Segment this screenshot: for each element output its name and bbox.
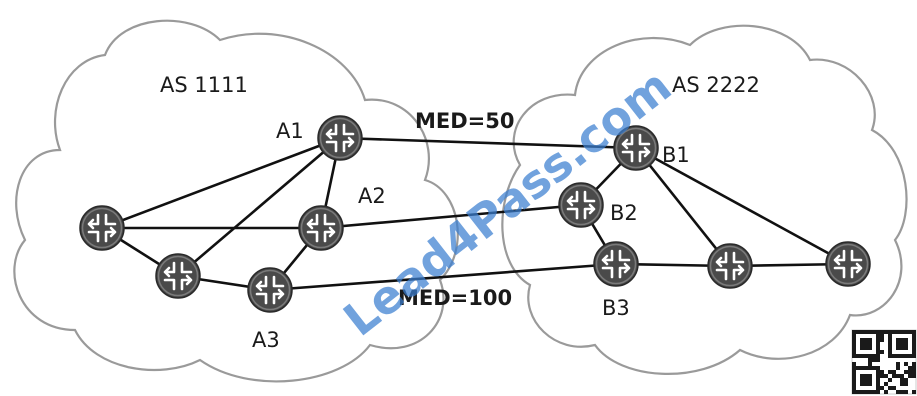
router-left (78, 204, 126, 252)
cloud-as2222 (501, 24, 908, 375)
cloud-label-as2222: AS 2222 (672, 73, 760, 97)
link-a2-b2 (320, 203, 582, 230)
med-label-top: MED=50 (415, 109, 515, 133)
router-a1 (316, 114, 364, 162)
router-label-a2: A2 (358, 184, 386, 208)
cloud-label-as1111: AS 1111 (160, 73, 248, 97)
link-l-a1 (101, 136, 341, 230)
qr-code-icon (851, 329, 917, 395)
cloud-as1111 (13, 19, 459, 383)
router-label-a3: A3 (252, 328, 280, 352)
router-b3 (592, 240, 640, 288)
link-a3-b3 (269, 262, 617, 292)
router-b-right (824, 240, 872, 288)
link-b1-bm (634, 147, 732, 267)
router-label-b3: B3 (602, 296, 630, 320)
router-b-middle (706, 242, 754, 290)
med-label-bottom: MED=100 (398, 286, 512, 310)
link-bl-a1 (177, 137, 341, 277)
router-label-b1: B1 (662, 143, 690, 167)
link-b1-br (635, 146, 849, 266)
router-label-b2: B2 (610, 201, 638, 225)
router-a2 (297, 204, 345, 252)
router-a3 (246, 266, 294, 314)
router-bottom-left (154, 252, 202, 300)
link-a1-b1 (339, 136, 637, 150)
router-label-a1: A1 (276, 119, 304, 143)
